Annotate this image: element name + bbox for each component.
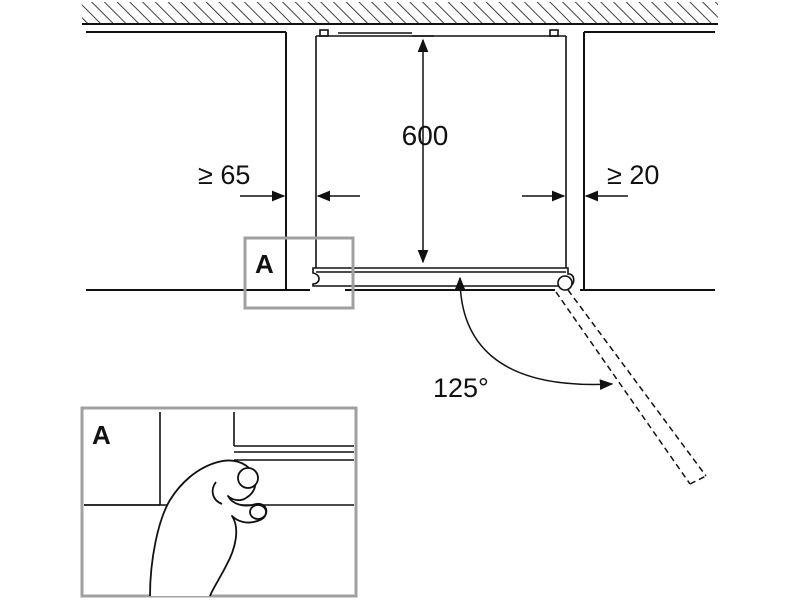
height-dimension [412, 35, 434, 264]
angle-arc [454, 276, 614, 391]
height-label: 600 [402, 120, 449, 151]
detail-callout-frame [243, 236, 355, 310]
detail-inset-marker: A [92, 420, 111, 450]
left-gap-label: ≥ 65 [198, 160, 250, 190]
ceiling [82, 2, 718, 25]
detail-inset: A [80, 406, 358, 598]
left-cabinet [86, 31, 287, 290]
open-door-outline [555, 289, 707, 485]
right-cabinet [583, 31, 715, 290]
detail-callout-marker: A [255, 249, 274, 279]
hinge-icon [557, 275, 573, 291]
angle-label: 125° [433, 373, 489, 403]
hand-icon [149, 459, 268, 597]
right-gap-label: ≥ 20 [607, 160, 659, 190]
appliance-body [315, 29, 567, 268]
